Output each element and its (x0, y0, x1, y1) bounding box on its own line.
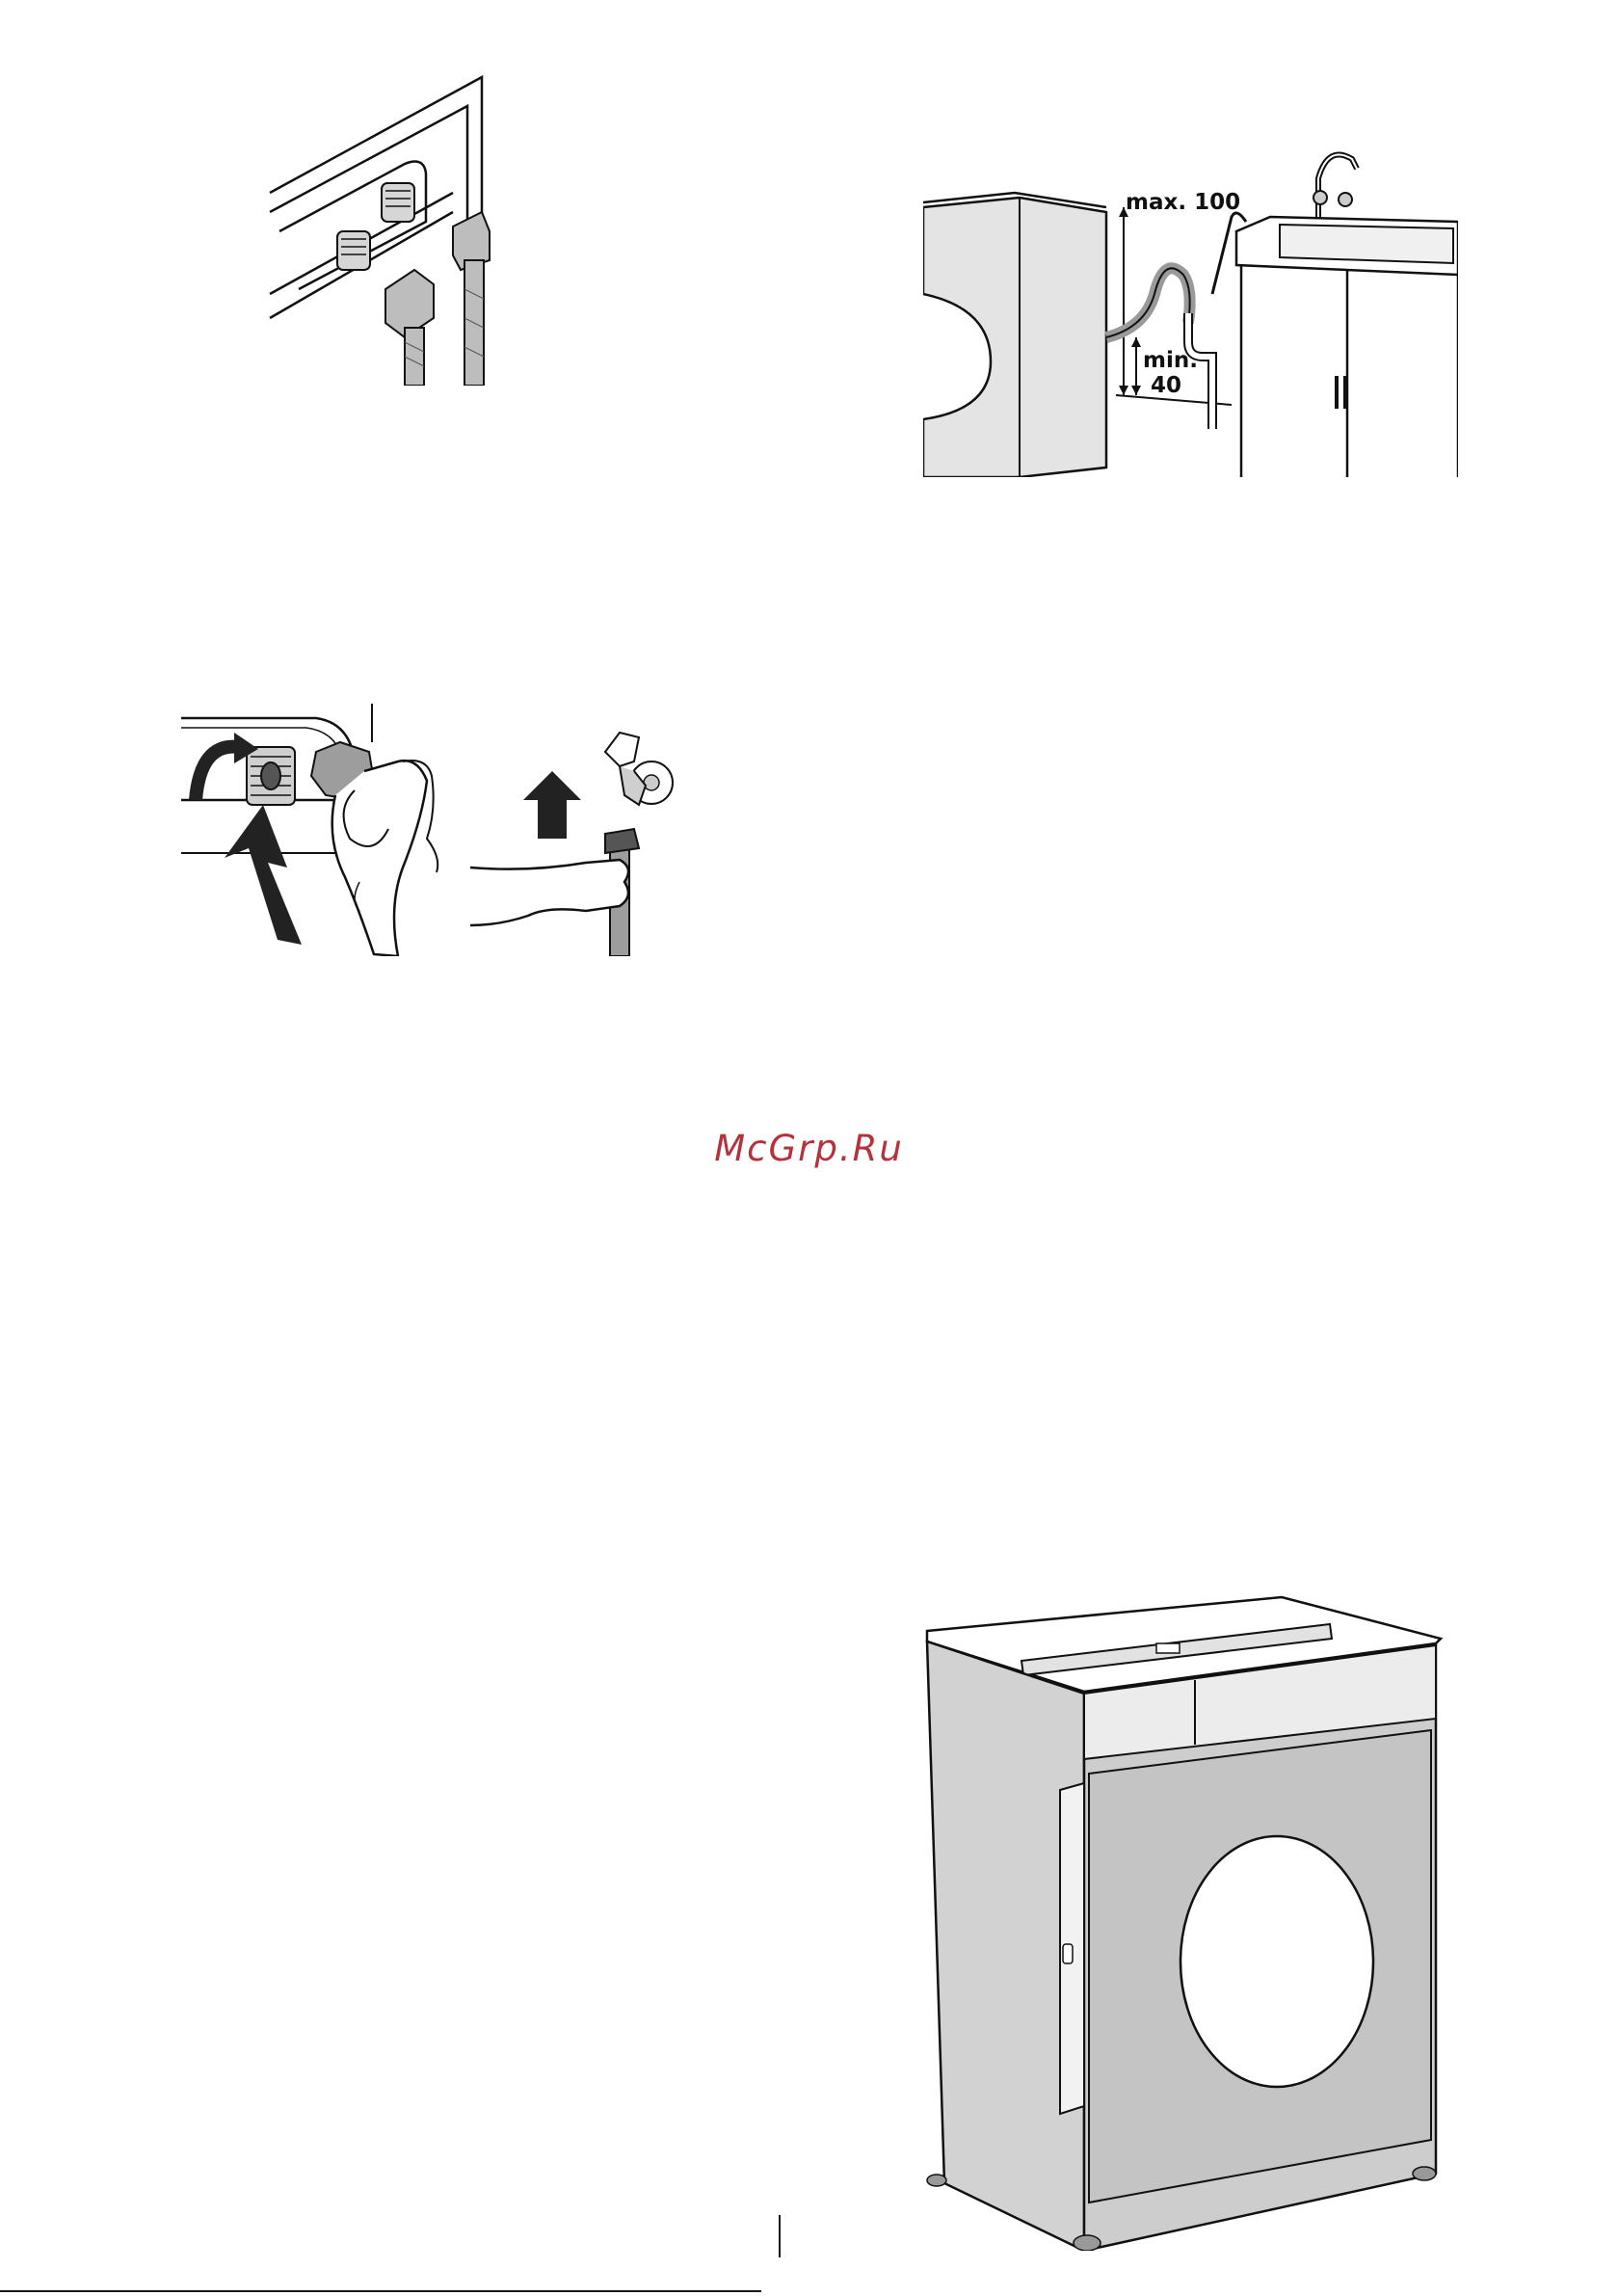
drain-hose-figure: max. 100 min. 40 (923, 140, 1458, 477)
hose-connection-hand-illustration (181, 704, 692, 956)
built-in-machine-figure (915, 1586, 1455, 2251)
inlet-connectors-figure (260, 67, 491, 386)
water-inlet-connectors-illustration (260, 67, 491, 386)
page-divider-tick (779, 2215, 781, 2257)
hose-fitting-figure (181, 704, 692, 956)
max-height-label: max. 100 (1126, 190, 1240, 215)
min-height-value: 40 (1151, 373, 1181, 398)
built-in-washing-machine-illustration (915, 1586, 1455, 2251)
footer-rule (0, 2290, 761, 2292)
drain-hose-sink-illustration: max. 100 min. 40 (923, 140, 1458, 477)
watermark-text: McGrp.Ru (0, 1128, 1618, 1169)
